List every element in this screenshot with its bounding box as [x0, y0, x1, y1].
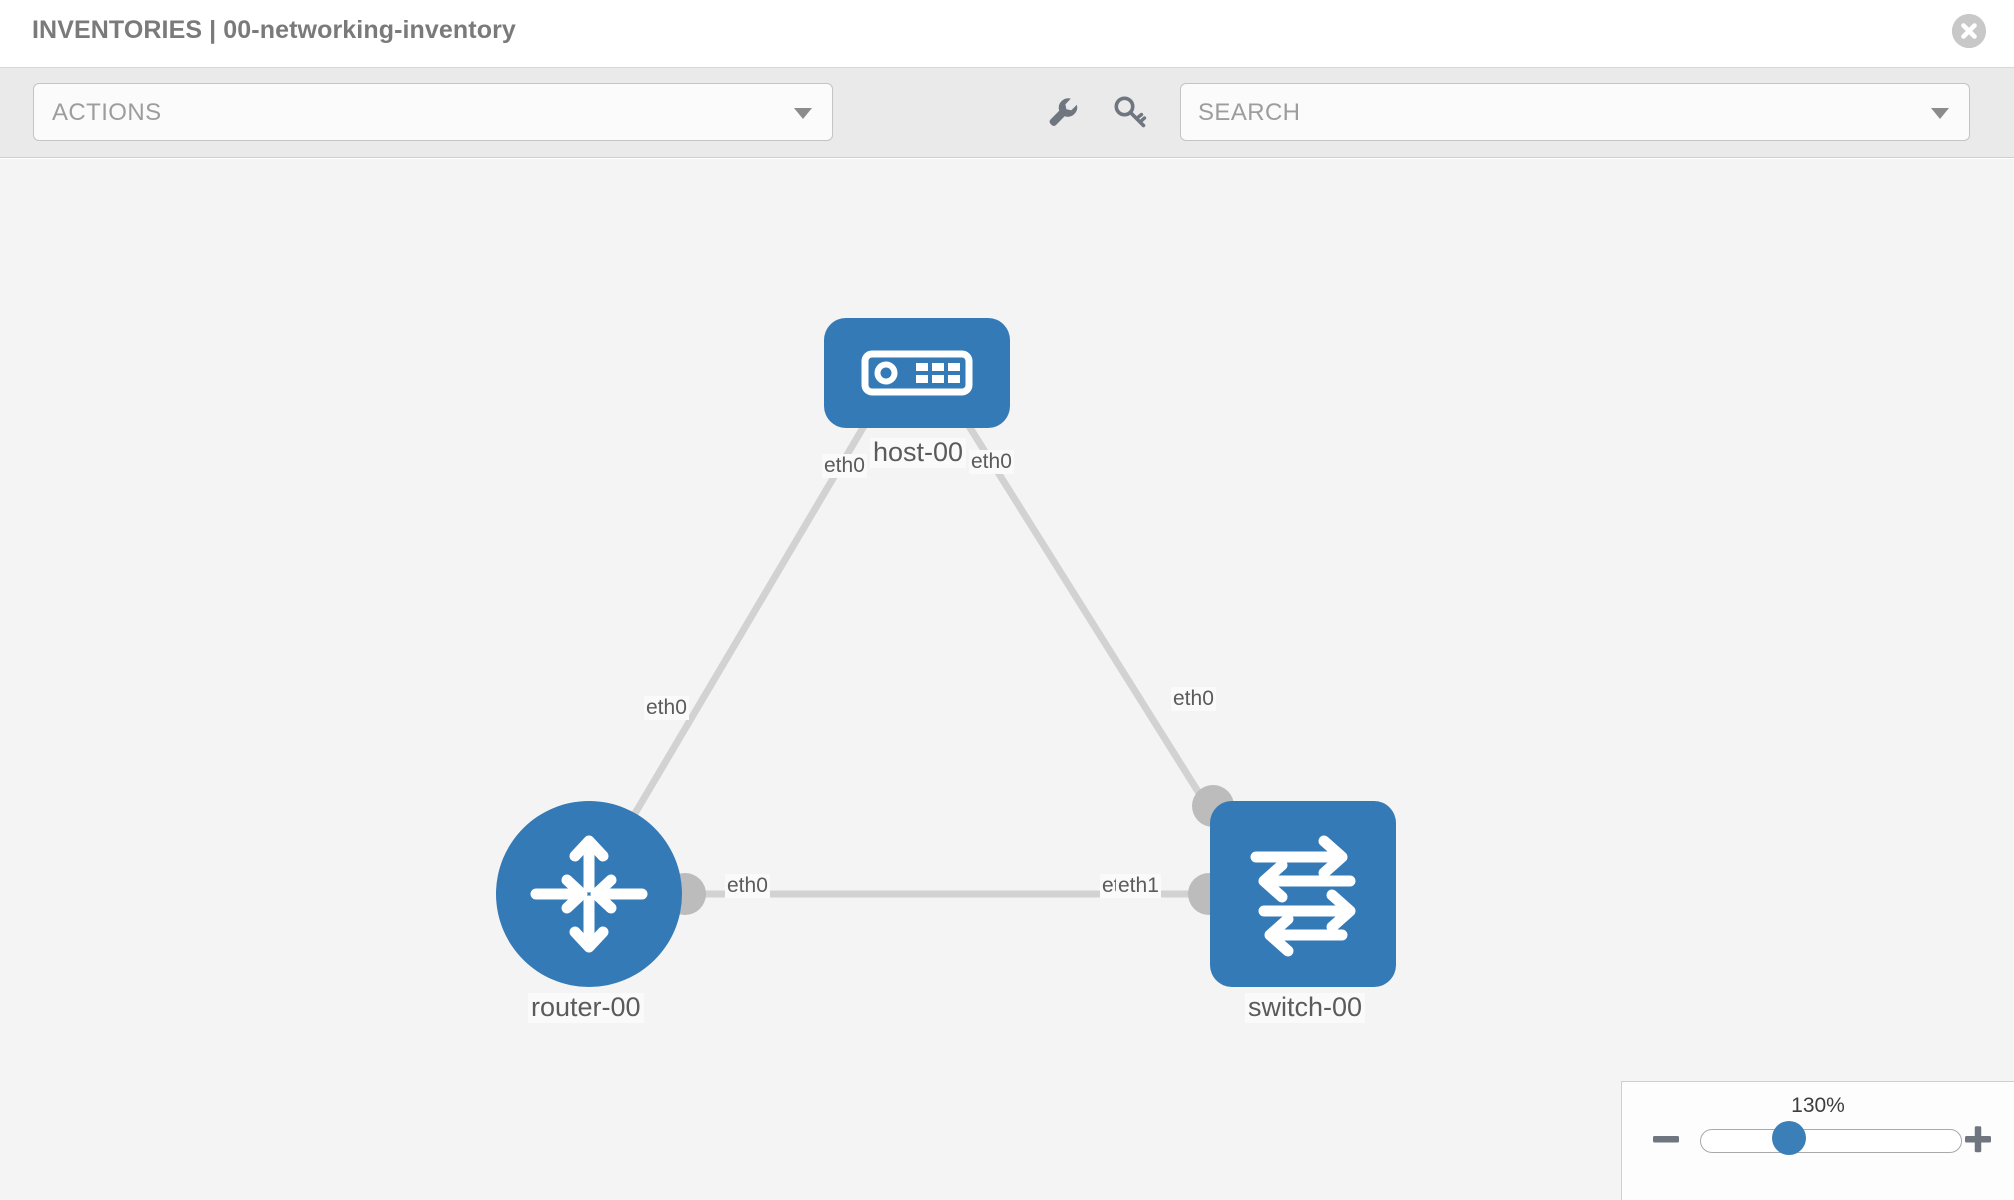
key-icon[interactable]: [1110, 92, 1150, 132]
topology-links: [610, 397, 1237, 898]
router-arrows-icon: [530, 835, 648, 953]
zoom-slider-thumb[interactable]: [1772, 1121, 1806, 1155]
actions-dropdown-label: ACTIONS: [52, 99, 162, 126]
actions-dropdown[interactable]: ACTIONS: [33, 83, 833, 141]
server-icon: [861, 350, 973, 396]
edge-label-switch-left: eth1: [1116, 874, 1161, 898]
edge-label-switch-up: eth0: [1171, 687, 1216, 711]
node-label-host-00: host-00: [870, 437, 967, 468]
node-host-00[interactable]: [824, 318, 1010, 428]
zoom-slider[interactable]: [1700, 1129, 1962, 1153]
node-router-00[interactable]: [496, 801, 682, 987]
plus-icon[interactable]: [1962, 1123, 1994, 1155]
edge-label-router-right: eth0: [725, 874, 770, 898]
node-label-router-00: router-00: [528, 992, 644, 1023]
search-input[interactable]: SEARCH: [1180, 83, 1970, 141]
edge-label-host-right: eth0: [969, 450, 1014, 474]
topology-canvas[interactable]: host-00 router-00: [0, 159, 2014, 1200]
search-placeholder: SEARCH: [1198, 99, 1301, 126]
node-switch-00[interactable]: [1210, 801, 1396, 987]
wrench-icon[interactable]: [1043, 92, 1083, 132]
chevron-down-icon[interactable]: [1931, 108, 1949, 119]
page-header: INVENTORIES | 00-networking-inventory: [0, 0, 2014, 68]
edge-label-host-left: eth0: [822, 454, 867, 478]
edge-label-router-up: eth0: [644, 696, 689, 720]
close-icon[interactable]: [1952, 14, 1986, 48]
minus-icon[interactable]: [1650, 1123, 1682, 1155]
switch-arrows-icon: [1250, 835, 1356, 957]
zoom-control-panel: 130%: [1621, 1081, 2014, 1200]
page-title: INVENTORIES | 00-networking-inventory: [32, 16, 516, 44]
zoom-level-value: 130%: [1791, 1094, 1845, 1117]
chevron-down-icon: [794, 108, 812, 119]
topology-toolbar: ACTIONS SEARCH: [0, 68, 2014, 158]
node-label-switch-00: switch-00: [1245, 992, 1366, 1023]
